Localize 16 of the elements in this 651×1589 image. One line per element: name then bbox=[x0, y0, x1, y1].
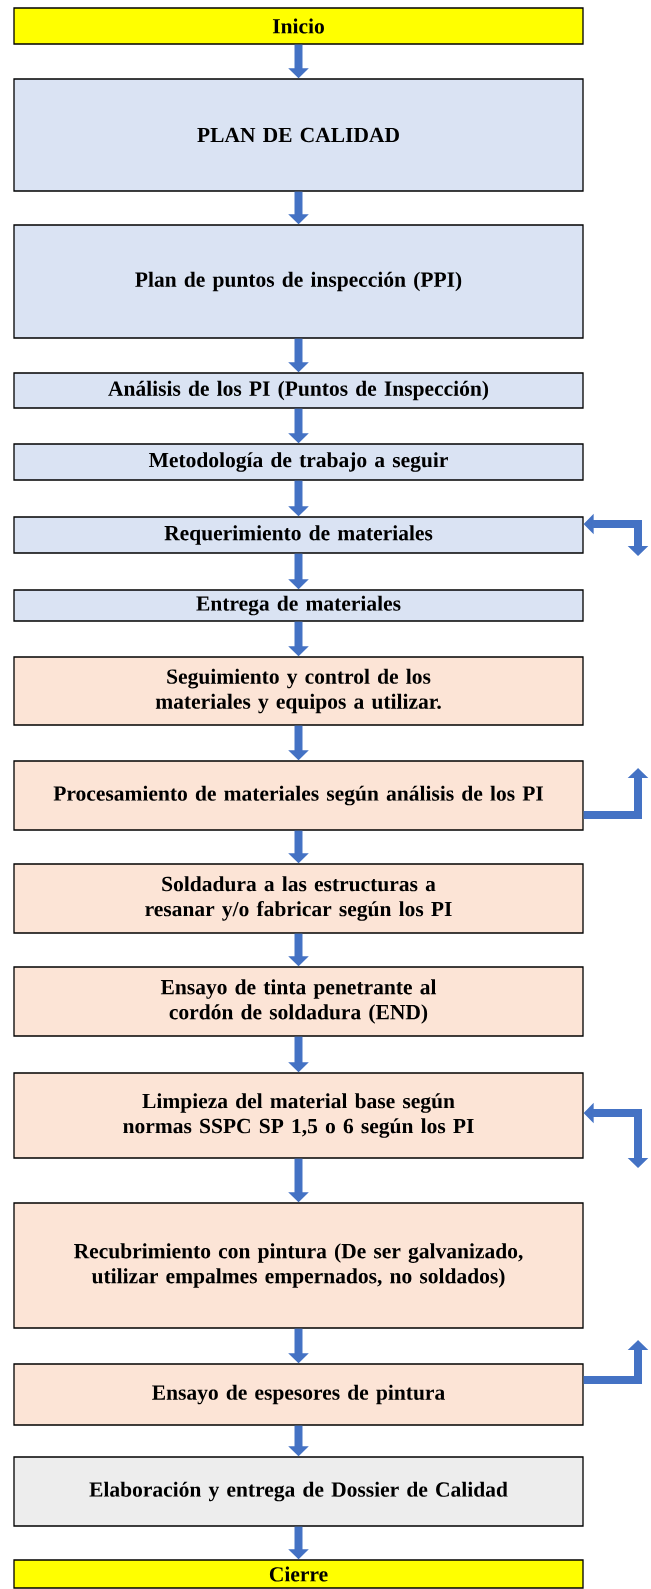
process-box: Inicio bbox=[13, 7, 584, 45]
process-box: Soldadura a las estructuras a resanar y/o fabricar según los PI bbox=[13, 863, 584, 934]
process-box: Metodología de trabajo a seguir bbox=[13, 443, 584, 481]
process-box: Entrega de materiales bbox=[13, 589, 584, 622]
process-box: Ensayo de espesores de pintura bbox=[13, 1363, 584, 1426]
process-box: Ensayo de tinta penetrante al cordón de soldadura (END) bbox=[13, 966, 584, 1037]
process-box: Elaboración y entrega de Dossier de Calidad bbox=[13, 1456, 584, 1527]
process-box: Recubrimiento con pintura (De ser galvanizado, utilizar empalmes empernados, no soldados) bbox=[13, 1202, 584, 1329]
process-box: PLAN DE CALIDAD bbox=[13, 78, 584, 192]
process-box: Procesamiento de materiales según análisis de los PI bbox=[13, 760, 584, 831]
process-box: Cierre bbox=[13, 1559, 584, 1589]
process-box: Requerimiento de materiales bbox=[13, 516, 584, 554]
process-box: Seguimiento y control de los materiales y equipos a utilizar. bbox=[13, 656, 584, 726]
process-box: Plan de puntos de inspección (PPI) bbox=[13, 224, 584, 339]
process-box: Limpieza del material base según normas SSPC SP 1,5 o 6 según los PI bbox=[13, 1072, 584, 1159]
process-box: Análisis de los PI (Puntos de Inspección) bbox=[13, 372, 584, 409]
